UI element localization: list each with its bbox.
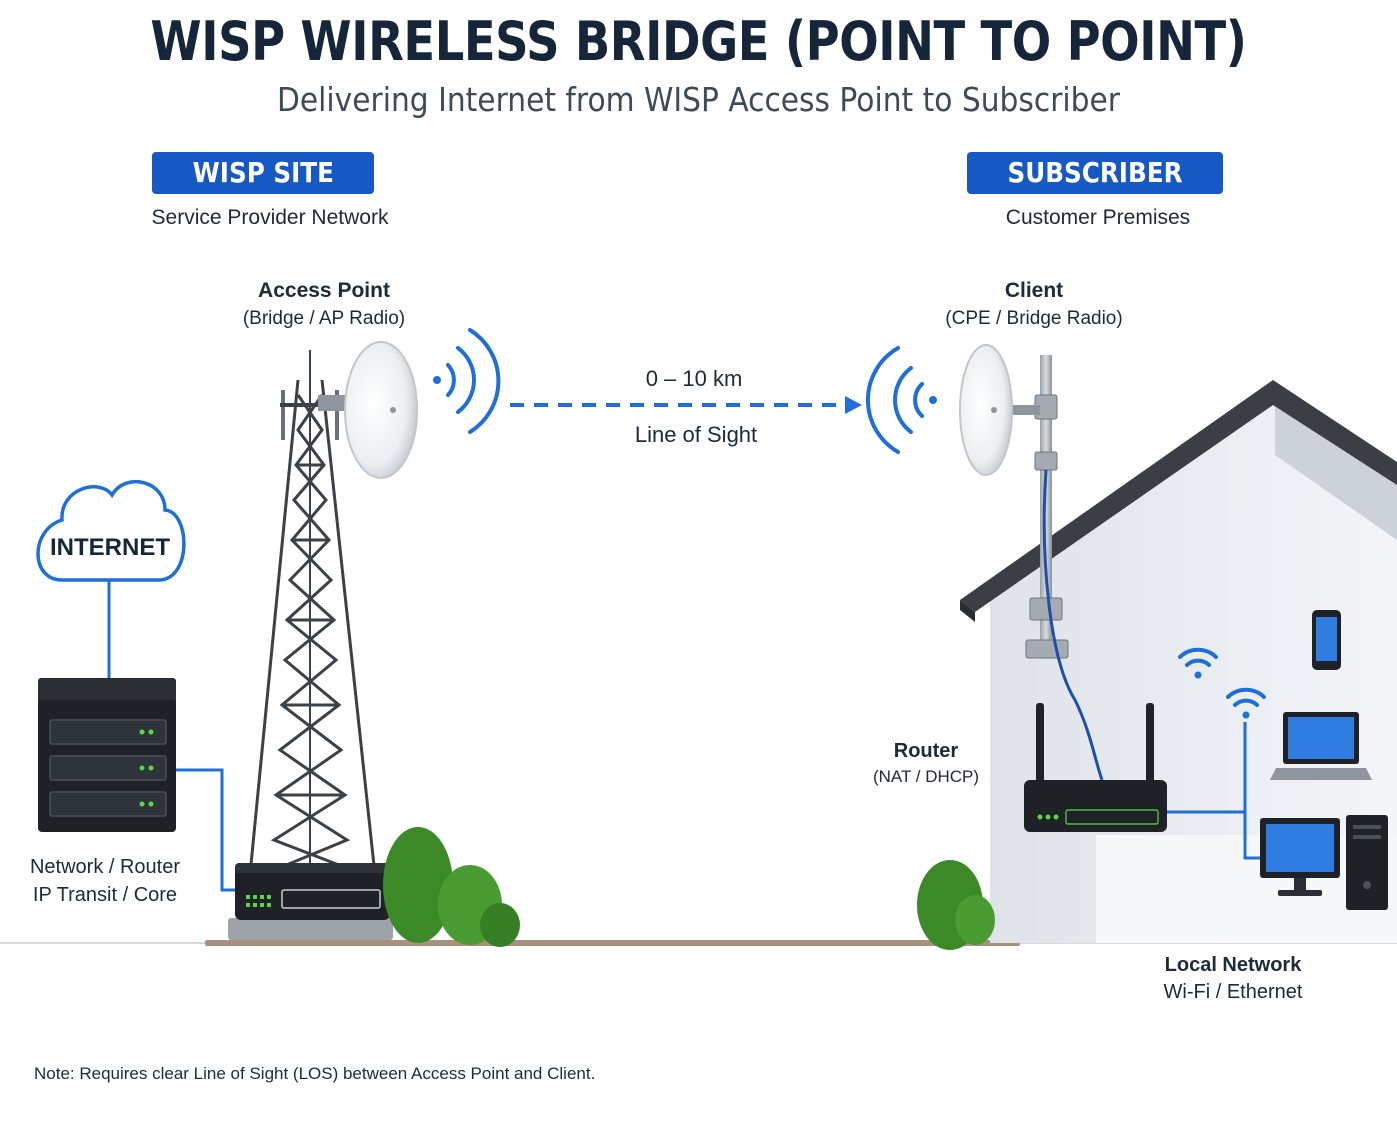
subscriber-site-caption: Customer Premises	[1005, 206, 1191, 229]
access-point-label: Access Point	[258, 279, 390, 302]
ap-signal-icon	[433, 328, 501, 434]
wisp-site-badge-label: WISP SITE	[192, 156, 334, 189]
router-ethernet-line	[1167, 810, 1260, 860]
lattice-tower	[248, 350, 377, 877]
desktop-computer-icon	[1260, 815, 1388, 910]
wisp-site-caption: Service Provider Network	[151, 206, 389, 229]
page-subtitle: Delivering Internet from WISP Access Poi…	[276, 80, 1121, 119]
access-point-dish-icon	[318, 341, 418, 479]
link-label: Line of Sight	[634, 422, 758, 447]
link-arrowhead	[845, 396, 862, 414]
core-to-switch-line	[176, 768, 235, 892]
client-signal-icon	[865, 346, 937, 454]
access-point-sublabel: (Bridge / AP Radio)	[242, 308, 406, 329]
laptop-icon	[1270, 712, 1372, 780]
core-router-icon	[38, 678, 176, 832]
client-mast	[1010, 355, 1069, 659]
footnote: Note: Requires clear Line of Sight (LOS)…	[34, 1064, 596, 1083]
smartphone-icon	[1312, 610, 1341, 670]
internet-label: INTERNET	[50, 534, 170, 561]
client-cable	[1042, 469, 1104, 781]
local-network-sublabel: Wi-Fi / Ethernet	[1163, 981, 1303, 1003]
network-router-label: Network / Router	[29, 856, 181, 878]
wisp-site-badge: WISP SITE	[152, 152, 374, 194]
client-sublabel: (CPE / Bridge Radio)	[945, 308, 1123, 329]
internet-cloud-icon	[36, 479, 186, 582]
client-dish-icon	[959, 344, 1013, 476]
client-label: Client	[1004, 279, 1064, 302]
router-sublabel: (NAT / DHCP)	[872, 767, 980, 786]
router-label: Router	[893, 740, 959, 762]
shrubs	[383, 827, 995, 950]
subscriber-site-badge: SUBSCRIBER SITE	[967, 152, 1223, 231]
subscriber-site-badge-label: SUBSCRIBER SITE	[1007, 156, 1183, 231]
tower-switch-icon	[235, 863, 390, 920]
home-router-icon	[1024, 703, 1167, 832]
wifi-icon	[1178, 647, 1266, 719]
link-distance: 0 – 10 km	[645, 366, 743, 391]
network-router-sublabel: IP Transit / Core	[32, 884, 178, 906]
page-title: WISP WIRELESS BRIDGE (POINT TO POINT)	[150, 10, 1247, 73]
local-network-label: Local Network	[1164, 954, 1302, 976]
